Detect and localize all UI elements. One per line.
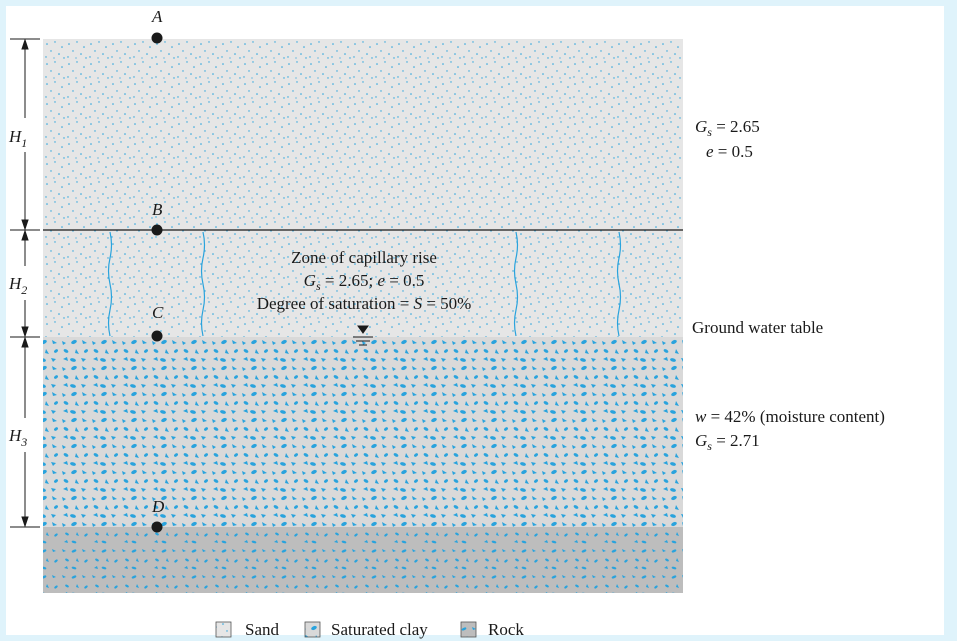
h2-label: H2 — [8, 274, 27, 297]
point-b-marker — [151, 224, 163, 236]
point-d-marker — [151, 521, 163, 533]
clay-gs: Gs = 2.71 — [695, 431, 760, 453]
legend-clay-label: Saturated clay — [331, 620, 428, 639]
sand-gs: Gs = 2.65 — [695, 117, 760, 139]
legend-rock-label: Rock — [488, 620, 524, 639]
point-d-label: D — [151, 497, 165, 516]
point-c-label: C — [152, 303, 164, 322]
point-a-marker — [151, 32, 163, 44]
point-b-label: B — [152, 200, 163, 219]
legend: Sand Saturated clay Rock — [215, 620, 524, 639]
capillary-props: Gs = 2.65; e = 0.5 — [304, 271, 425, 293]
dimension-lines — [10, 38, 40, 528]
point-c-marker — [151, 330, 163, 342]
h3-label: H3 — [8, 426, 27, 449]
rock-layer — [43, 527, 683, 593]
capillary-saturation: Degree of saturation = S = 50% — [257, 294, 472, 313]
capillary-title: Zone of capillary rise — [291, 248, 437, 267]
legend-sand-label: Sand — [245, 620, 280, 639]
point-a-label: A — [151, 7, 163, 26]
water-table-label: Ground water table — [692, 318, 823, 337]
clay-moisture: w = 42% (moisture content) — [695, 407, 885, 426]
sand-e: e = 0.5 — [706, 142, 753, 161]
legend-rock-swatch — [460, 621, 477, 638]
h1-label: H1 — [8, 127, 27, 150]
clay-layer — [43, 337, 683, 527]
capillary-tubes — [107, 231, 622, 337]
legend-sand-swatch — [215, 621, 232, 638]
legend-clay-swatch — [304, 621, 321, 638]
water-table-symbol — [353, 325, 373, 346]
sand-layer — [43, 39, 683, 337]
